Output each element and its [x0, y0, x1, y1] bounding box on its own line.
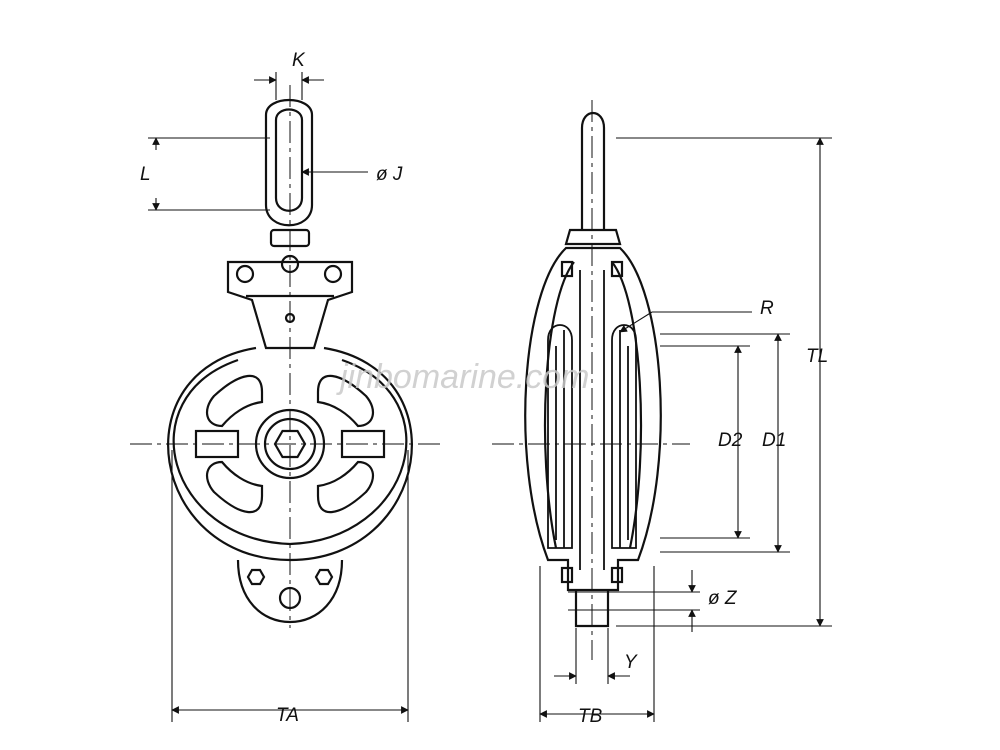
side-center-lines: [492, 100, 690, 660]
swivel-eye: [264, 98, 314, 248]
side-dimensions: [539, 137, 832, 722]
label-d2: D2: [718, 430, 743, 451]
side-bottom-tang: [574, 590, 610, 628]
label-tl: TL: [806, 346, 828, 367]
label-y: Y: [624, 652, 638, 673]
label-ta: TA: [276, 705, 299, 726]
front-dimensions: [148, 72, 409, 722]
label-r: R: [760, 298, 774, 319]
label-k: K: [292, 50, 306, 71]
sheave-body: [167, 346, 413, 562]
label-z: ø Z: [708, 588, 738, 609]
label-tb: TB: [578, 706, 603, 727]
side-outer-shell: [524, 246, 662, 592]
side-view: [492, 100, 690, 660]
head-bolt-left: [235, 264, 255, 284]
sheaves: [547, 270, 637, 570]
head-plate: [226, 254, 354, 350]
label-l: L: [140, 164, 151, 185]
watermark: jinbomarine.com: [336, 358, 589, 396]
bottom-tang: [236, 559, 344, 624]
front-view: [130, 85, 442, 628]
head-bolt-center: [280, 254, 300, 274]
label-j: ø J: [376, 164, 403, 185]
label-d1: D1: [762, 430, 786, 451]
head-bolt-right: [323, 264, 343, 284]
front-center-lines: [130, 85, 442, 628]
swivel-shank: [580, 111, 606, 230]
